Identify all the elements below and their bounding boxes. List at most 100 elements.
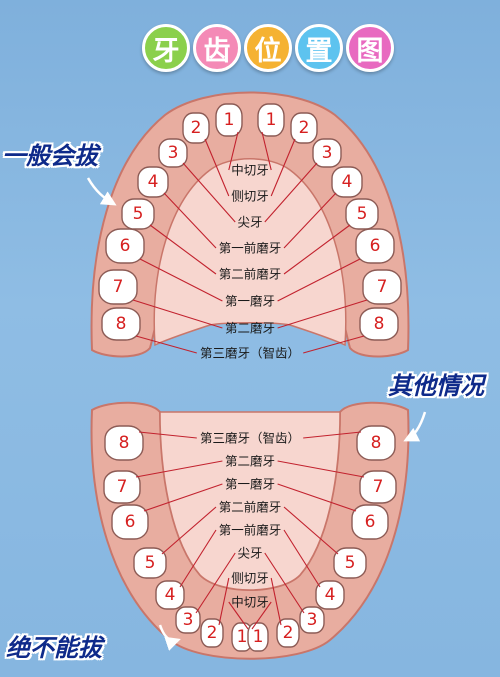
lower-inner bbox=[159, 411, 341, 591]
upper-right-tooth-2-number: 2 bbox=[299, 118, 310, 138]
lower-left-tooth-2: 2 bbox=[200, 618, 224, 648]
lower-right-tooth-6-number: 6 bbox=[365, 512, 376, 532]
lower-left-tooth-6-number: 6 bbox=[125, 512, 136, 532]
upper-left-leader-6 bbox=[139, 258, 223, 302]
lower-left-tooth-7-number: 7 bbox=[117, 477, 128, 497]
upper-right-tooth-7-number: 7 bbox=[377, 277, 388, 297]
lower-left-leader-6 bbox=[195, 552, 236, 614]
title-char-1: 牙 bbox=[142, 24, 190, 72]
lower-left-tooth-6: 6 bbox=[111, 504, 149, 540]
upper-left-tooth-4: 4 bbox=[137, 166, 169, 198]
upper-right-leader-4 bbox=[283, 192, 337, 249]
upper-right-tooth-5: 5 bbox=[345, 198, 379, 230]
lower-left-tooth-5: 5 bbox=[133, 547, 167, 579]
lower-left-tooth-3-number: 3 bbox=[183, 610, 194, 630]
title-char-3: 位 bbox=[244, 24, 292, 72]
lower-left-tooth-3: 3 bbox=[175, 606, 201, 634]
upper-label-8: 第三磨牙（智齿） bbox=[200, 346, 300, 361]
upper-left-leader-8 bbox=[135, 335, 197, 354]
lower-left-tooth-5-number: 5 bbox=[145, 553, 156, 573]
upper-right-tooth-6-number: 6 bbox=[370, 236, 381, 256]
upper-left-tooth-6-number: 6 bbox=[120, 236, 131, 256]
lower-right-tooth-5: 5 bbox=[333, 547, 367, 579]
lower-right-leader-6 bbox=[264, 552, 305, 614]
lower-left-tooth-1: 1 bbox=[231, 622, 253, 652]
lower-left-leader-1 bbox=[138, 431, 197, 439]
lower-right-leader-5 bbox=[283, 529, 321, 588]
upper-left-tooth-3: 3 bbox=[158, 138, 188, 168]
arrow-other bbox=[403, 411, 427, 442]
title: 牙 齿 位 置 图 bbox=[142, 24, 394, 72]
upper-left-tooth-2: 2 bbox=[182, 112, 210, 144]
title-char-5: 图 bbox=[346, 24, 394, 72]
upper-left-tooth-2-number: 2 bbox=[191, 118, 202, 138]
upper-label-2: 侧切牙 bbox=[231, 189, 269, 204]
lower-right-tooth-3: 3 bbox=[299, 606, 325, 634]
lower-right-tooth-4-number: 4 bbox=[325, 585, 336, 605]
lower-label-3: 第一磨牙 bbox=[225, 477, 275, 492]
lower-left-tooth-4: 4 bbox=[155, 580, 185, 610]
lower-right-tooth-8: 8 bbox=[356, 425, 396, 461]
lower-right-tooth-2-number: 2 bbox=[283, 623, 294, 643]
lower-label-5: 第一前磨牙 bbox=[219, 523, 282, 538]
lower-right-tooth-4: 4 bbox=[315, 580, 345, 610]
lower-right-tooth-8-number: 8 bbox=[371, 433, 382, 453]
lower-left-leader-2 bbox=[135, 460, 223, 478]
lower-label-7: 侧切牙 bbox=[231, 571, 269, 586]
lower-right-tooth-7: 7 bbox=[359, 470, 397, 504]
lower-right-tooth-7-number: 7 bbox=[373, 477, 384, 497]
upper-right-tooth-3: 3 bbox=[312, 138, 342, 168]
upper-left-leader-3 bbox=[182, 162, 236, 223]
upper-left-leader-7 bbox=[132, 299, 223, 329]
upper-label-1: 中切牙 bbox=[231, 163, 269, 178]
title-char-4: 置 bbox=[295, 24, 343, 72]
upper-left-tooth-5: 5 bbox=[121, 198, 155, 230]
upper-right-tooth-2: 2 bbox=[290, 112, 318, 144]
lower-left-tooth-1-number: 1 bbox=[237, 627, 248, 647]
upper-left-tooth-4-number: 4 bbox=[148, 172, 159, 192]
upper-right-leader-2 bbox=[270, 138, 296, 197]
upper-right-leader-1 bbox=[261, 131, 272, 171]
lower-left-tooth-2-number: 2 bbox=[207, 623, 218, 643]
lower-label-4: 第二前磨牙 bbox=[219, 500, 282, 515]
upper-left-tooth-6: 6 bbox=[105, 228, 145, 264]
lower-label-6: 尖牙 bbox=[237, 546, 262, 561]
upper-label-4: 第一前磨牙 bbox=[219, 241, 282, 256]
upper-right-leader-6 bbox=[277, 258, 361, 302]
upper-label-6: 第一磨牙 bbox=[225, 294, 275, 309]
upper-right-tooth-4-number: 4 bbox=[342, 172, 353, 192]
upper-left-tooth-5-number: 5 bbox=[133, 204, 144, 224]
upper-left-tooth-8-number: 8 bbox=[116, 314, 127, 334]
lower-left-leader-3 bbox=[143, 483, 223, 512]
lower-left-leader-4 bbox=[161, 506, 217, 555]
upper-leader-lines bbox=[132, 131, 368, 354]
lower-left-leader-8 bbox=[228, 601, 249, 630]
lower-right-tooth-2: 2 bbox=[276, 618, 300, 648]
lower-left-tooth-8-number: 8 bbox=[119, 433, 130, 453]
upper-right-tooth-8: 8 bbox=[359, 307, 399, 341]
upper-right-tooth-3-number: 3 bbox=[322, 143, 333, 163]
arrow-general bbox=[86, 177, 117, 206]
upper-right-leader-3 bbox=[264, 162, 318, 223]
upper-label-3: 尖牙 bbox=[237, 215, 262, 230]
upper-right-leader-8 bbox=[303, 335, 365, 354]
upper-label-7: 第二磨牙 bbox=[225, 321, 275, 336]
upper-right-tooth-6: 6 bbox=[355, 228, 395, 264]
upper-left-leader-4 bbox=[163, 192, 217, 249]
lower-left-tooth-7: 7 bbox=[103, 470, 141, 504]
upper-right-leader-5 bbox=[283, 224, 351, 275]
lower-left-tooth-4-number: 4 bbox=[165, 585, 176, 605]
lower-right-tooth-6: 6 bbox=[351, 504, 389, 540]
upper-left-leader-5 bbox=[149, 224, 217, 275]
upper-label-5: 第二前磨牙 bbox=[219, 267, 282, 282]
upper-left-tooth-1-number: 1 bbox=[224, 110, 235, 130]
lower-right-tooth-1: 1 bbox=[247, 622, 269, 652]
lower-right-leader-2 bbox=[277, 460, 365, 478]
lower-right-leader-7 bbox=[270, 577, 282, 626]
lower-right-tooth-5-number: 5 bbox=[345, 553, 356, 573]
lower-right-leader-1 bbox=[303, 431, 362, 439]
upper-left-tooth-8: 8 bbox=[101, 307, 141, 341]
upper-left-tooth-3-number: 3 bbox=[168, 143, 179, 163]
